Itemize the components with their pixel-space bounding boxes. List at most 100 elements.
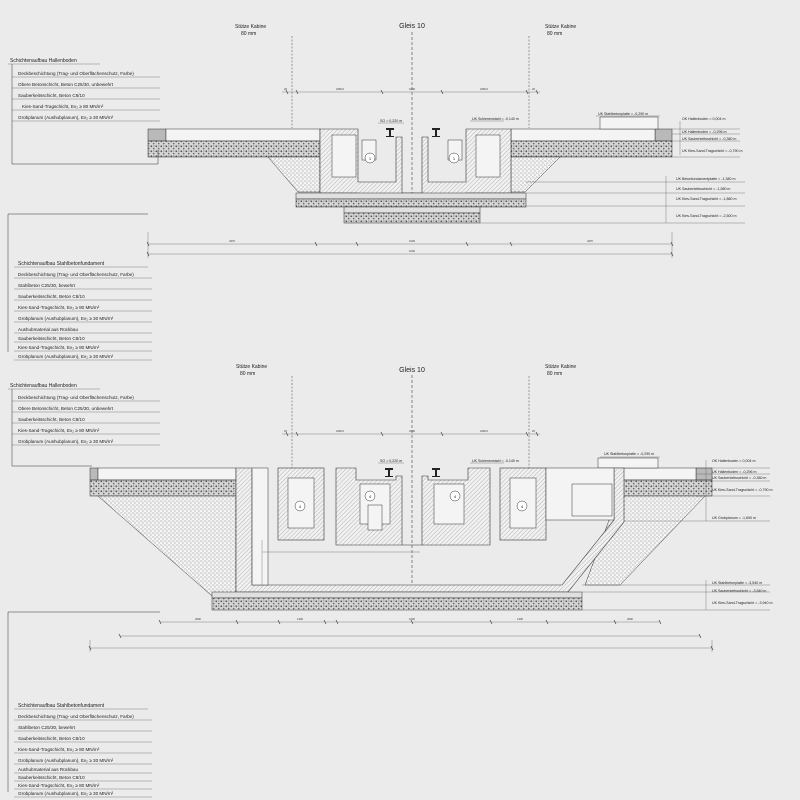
level-label: UK Stahlbetonplatte = -0,290 m [604, 452, 654, 456]
section-2: Gleis 10 Stütze Kabine 80 mm Stütze Kabi… [7, 364, 773, 798]
legend-item: Kies-Sand-Tragschicht, Ev₂ ≥ 80 MN/m² [18, 428, 100, 433]
level-label: UK Kies-Sand-Tragschicht = -0,790 m [712, 488, 773, 492]
basin-inner-left [251, 467, 269, 586]
legend-item: Kies-Sand-Tragschicht, Ev₂ ≥ 80 MN/m² [18, 305, 100, 310]
legend-stahlbeton-2: Schichtenaufbau Stahlbetonfundament Deck… [7, 611, 160, 798]
dim-top: 2460.0 [480, 429, 488, 433]
dim-bottom: 1300 [517, 617, 523, 621]
dim-bottom: 1300 [297, 617, 303, 621]
rail-left-icon [385, 468, 393, 477]
stuetze-right-size: 80 mm [547, 31, 562, 37]
legend-item: Grobplanum (Aushubplanum), Ev₂ ≥ 30 MN/m… [18, 439, 114, 444]
marker-circle [364, 152, 376, 164]
level-label: UK Hallenboden = -0,296 m [682, 130, 726, 134]
legend-item: Aushubmaterial aus Rückbau [18, 327, 78, 332]
fill-wedge-left [267, 156, 321, 193]
gravel-layer-left [147, 140, 321, 158]
stuetze-left-label: Stütze Kabine [236, 364, 267, 370]
blinding-bottom [211, 591, 583, 599]
legend-heading: Schichtenaufbau Stahlbetonfundament [18, 703, 105, 709]
stuetze-right-label: Stütze Kabine [545, 24, 576, 30]
marker-number: 4 [369, 494, 372, 499]
legend-item: Deckbeschichtung (Trag- und Oberflächens… [18, 395, 134, 400]
level-label: UK Grobplanum = -1,690 m [712, 516, 756, 520]
legend-heading: Schichtenaufbau Stahlbetonfundament [18, 261, 105, 267]
level-label: UK Stahlbetonplatte = -0,290 m [598, 112, 648, 116]
legend-item: Kies-Sand-Tragschicht, Ev₂ ≥ 80 MN/m² [18, 747, 100, 752]
marker-number: 4 [454, 494, 457, 499]
dim-top: 2460.0 [336, 429, 344, 433]
legend-item: Sauberkeitsschicht, Beton C8/10 [18, 736, 85, 741]
legend-item: Obere Betonschicht, Beton C25/30, unbewe… [18, 82, 114, 87]
level-label: OK Hallenboden = 0,004 m [712, 459, 755, 463]
marker-number: 1 [369, 156, 372, 161]
cable-pit-left [331, 134, 357, 178]
legend-item: Sauberkeitsschicht, Beton C8/10 [18, 775, 85, 780]
dim-bottom: 1000 [409, 249, 415, 253]
dim-top: 2460.0 [336, 87, 344, 91]
legend-item: Grobplanum (Aushubplanum), Ev₂ ≥ 30 MN/m… [18, 354, 114, 359]
dim-top: 1000 [409, 87, 415, 91]
dim-top: 1000 [409, 429, 415, 433]
marker-circle [448, 152, 460, 164]
legend-item: Grobplanum (Aushubplanum), Ev₂ ≥ 30 MN/m… [18, 115, 114, 120]
legend-item: Kies-Sand-Tragschicht, Ev₂ ≥ 80 MN/m² [18, 345, 100, 350]
level-label: UK Kies-Sand-Tragschicht = -0,790 m [682, 149, 743, 153]
levels-bottom-2: UK Stahlbetonplatte = -3,540 m UK Sauber… [582, 580, 773, 611]
fill-wedge-right [510, 156, 561, 193]
dim-bottom: 1000 [409, 617, 415, 621]
blinding-1 [295, 192, 527, 200]
level-label: UK Sauberkeitsschicht = -3,640 m [712, 589, 766, 593]
dim-bottom: 3470 [229, 239, 235, 243]
dim-ticks-bottom [146, 241, 674, 257]
blinding-2 [343, 206, 481, 214]
levels-top-2: UK Stahlbetonplatte = -0,290 m OK Hallen… [600, 452, 773, 522]
rail-right-icon [432, 128, 440, 137]
dim-top: 2460.0 [480, 87, 488, 91]
floor-end-right [654, 128, 673, 142]
floor-slab-right [510, 128, 656, 142]
cable-pit-right [475, 134, 501, 178]
levels-bottom-1: UK Betonfundamentplatte = -1,380 m UK Sa… [480, 176, 745, 224]
gravel-layer-right [617, 479, 713, 497]
section-1: Gleis 10 Stütze Kabine 80 mm Stütze Kabi… [7, 23, 745, 361]
legend-heading: Schichtenaufbau Hallenboden [10, 58, 77, 64]
dim-top: 20 [532, 429, 535, 433]
level-label: UK Stahlbetonplatte = -3,540 m [712, 581, 762, 585]
level-label: OK Hallenboden = 0,004 m [682, 117, 725, 121]
floor-slab-left [165, 128, 321, 142]
so-label: SO = 0,220 m [380, 119, 402, 123]
dim-ticks-top-2 [285, 431, 539, 437]
dim-top: 20 [284, 87, 287, 91]
legend-item: Deckbeschichtung (Trag- und Oberflächens… [18, 714, 134, 719]
dim-top: 20 [284, 429, 287, 433]
legend-item: Stahlbeton C25/30, bewehrt [18, 725, 76, 730]
level-label: UK Betonfundamentplatte = -1,380 m [676, 177, 735, 181]
gravel-2 [343, 212, 481, 224]
marker-number: 1 [453, 156, 456, 161]
level-label: UK Kies-Sand-Tragschicht = -2,500 m [676, 214, 737, 218]
stuetze-left-size: 80 mm [241, 31, 256, 37]
level-label: UK Kies-Sand-Tragschicht = -1,880 m [676, 197, 737, 201]
gravel-1 [295, 198, 527, 208]
level-label: UK Sauberkeitsschicht = -0,380 m [712, 476, 766, 480]
rail-left-icon [386, 128, 394, 137]
legend-item: Obere Betonschicht, Beton C25/30, unbewe… [18, 406, 114, 411]
stahlbetonplatte-right [599, 116, 659, 130]
stuetze-left-size: 80 mm [240, 371, 255, 377]
legend-item: Sauberkeitsschicht, Beton C8/10 [18, 336, 85, 341]
legend-item: Deckbeschichtung (Trag- und Oberflächens… [18, 272, 134, 277]
stahlbetonplatte-right [597, 457, 659, 469]
legend-item: Kies-Sand-Tragschicht, Ev₂ ≥ 80 MN/m² [18, 783, 100, 788]
so-label: SO = 0,220 m [380, 459, 402, 463]
gleis-title: Gleis 10 [399, 367, 425, 374]
legend-item: Sauberkeitsschicht, Beton C8/10 [18, 417, 85, 422]
floor-slab-left [97, 467, 237, 481]
legend-item: Deckbeschichtung (Trag- und Oberflächens… [18, 71, 134, 76]
legend-hallenboden-2: Schichtenaufbau Hallenboden Deckbeschich… [8, 383, 160, 467]
gleis-title: Gleis 10 [399, 23, 425, 30]
dim-bottom: 3470 [587, 239, 593, 243]
stuetze-right-size: 80 mm [547, 371, 562, 377]
legend-heading: Schichtenaufbau Hallenboden [10, 383, 77, 389]
